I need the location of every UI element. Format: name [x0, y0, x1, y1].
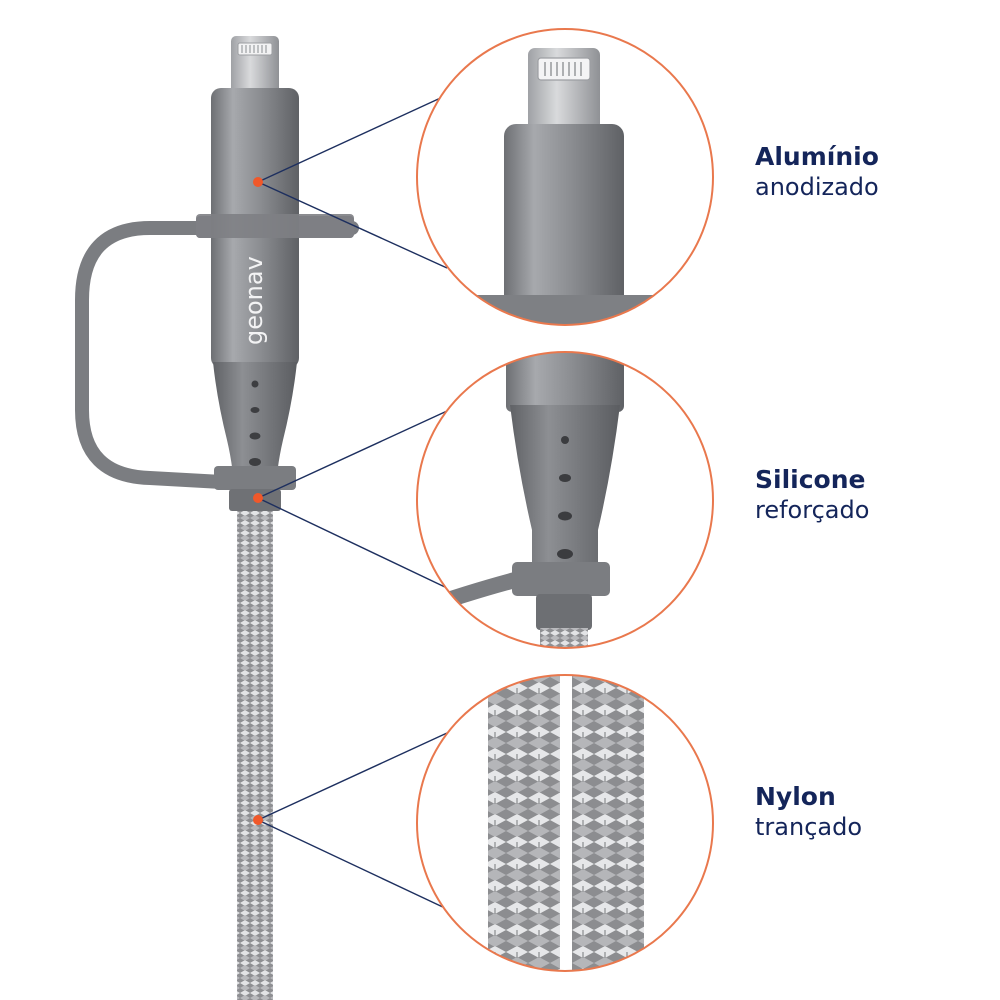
callout-ring: [416, 28, 714, 326]
callout-nylon: [416, 674, 714, 972]
callout-ring: [416, 674, 714, 972]
callout-silicone: [416, 351, 714, 649]
feature-title: Silicone: [755, 465, 866, 494]
feature-label-aluminium: Alumínio anodizado: [755, 142, 879, 202]
feature-subtitle: anodizado: [755, 172, 879, 201]
adapter-tab-bottom: [214, 466, 296, 490]
adapter-loop-cable: [75, 221, 359, 490]
callout-aluminium: [416, 28, 714, 326]
feature-label-silicone: Silicone reforçado: [755, 465, 869, 525]
feature-label-nylon: Nylon trançado: [755, 782, 862, 842]
cable-main: geonav: [75, 36, 359, 1000]
silicone-strain-relief: [213, 362, 297, 495]
feature-title: Nylon: [755, 782, 836, 811]
feature-subtitle: trançado: [755, 812, 863, 841]
feature-title: Alumínio: [755, 142, 879, 171]
feature-subtitle: reforçado: [755, 495, 870, 524]
callout-ring: [416, 351, 714, 649]
relief-holes: [249, 380, 261, 466]
brand-logo: geonav: [240, 256, 268, 345]
marker-dot-aluminium: [253, 177, 263, 187]
marker-dot-nylon: [253, 815, 263, 825]
leader-lines: [257, 94, 448, 910]
braided-cable-body: [237, 508, 273, 1000]
marker-dots: [253, 177, 263, 825]
marker-dot-silicone: [253, 493, 263, 503]
